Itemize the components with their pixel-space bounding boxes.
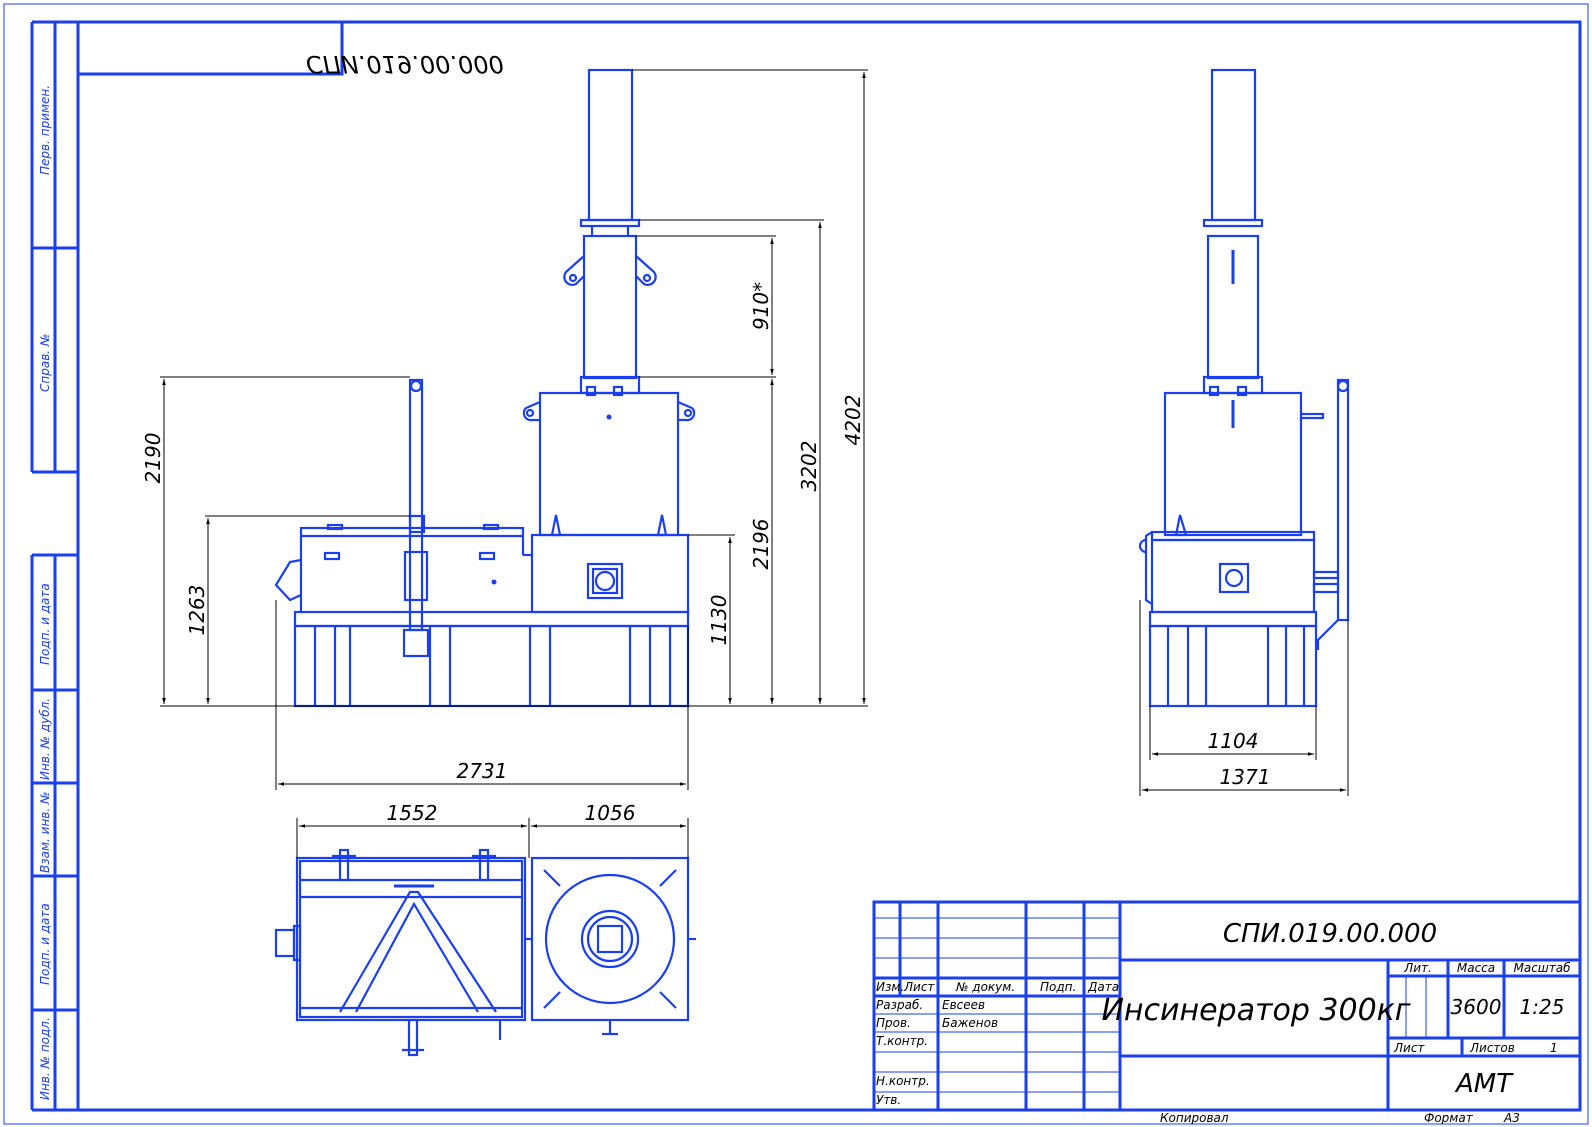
format-value: А3	[1503, 1111, 1520, 1125]
col-list: Лист	[903, 980, 935, 994]
dim-1552: 1552	[387, 801, 438, 825]
sheet-label: Лист	[1393, 1041, 1425, 1055]
front-view	[274, 68, 696, 708]
dim-2731: 2731	[457, 759, 508, 783]
dim-1130: 1130	[707, 595, 731, 646]
row-tkontr: Т.контр.	[876, 1034, 928, 1048]
dim-4202: 4202	[841, 395, 865, 446]
product-name: Инсинератор 300кг	[1101, 993, 1410, 1028]
title-block-text: СПИ.019.00.000 Инсинератор 300кг Изм. Ли…	[876, 919, 1571, 1107]
side-label-5: Взам. инв. №	[38, 792, 52, 873]
copied-label: Копировал	[1160, 1111, 1229, 1125]
col-date: Дата	[1087, 980, 1119, 994]
footer: Копировал Формат А3	[1160, 1111, 1520, 1125]
col-sign: Подп.	[1040, 980, 1076, 994]
side-label-6: Подп. и дата	[38, 903, 52, 985]
title-block	[872, 900, 1582, 1112]
dimension-texts: 4202 3202 910* 2196 1130 2190 1263 2731 …	[141, 282, 1270, 825]
dim-1371: 1371	[1220, 765, 1271, 789]
mass-label: Масса	[1457, 961, 1495, 975]
outer-border	[3, 3, 1589, 1125]
row-nkontr: Н.контр.	[876, 1074, 930, 1088]
doc-number: СПИ.019.00.000	[1223, 919, 1437, 949]
scale-label: Масштаб	[1513, 961, 1571, 975]
dimension-lines	[160, 69, 1349, 858]
side-labels: Перв. примен. Справ. № Подп. и дата Инв.…	[38, 85, 52, 1100]
dim-3202: 3202	[797, 441, 821, 492]
side-view	[1138, 68, 1350, 708]
dim-1104: 1104	[1208, 729, 1259, 753]
sheets-label: Листов	[1469, 1041, 1515, 1055]
dim-2196: 2196	[749, 519, 773, 570]
format-label: Формат	[1424, 1111, 1474, 1125]
row-utv: Утв.	[876, 1093, 901, 1107]
lit-label: Лит.	[1403, 961, 1432, 975]
row-prov: Пров.	[876, 1016, 911, 1030]
side-label-1: Перв. примен.	[38, 85, 52, 175]
name-prov: Баженов	[942, 1016, 998, 1030]
side-label-2: Справ. №	[38, 334, 52, 392]
mass-value: 3600	[1451, 995, 1502, 1019]
col-izm: Изм.	[876, 980, 904, 994]
sheets-value: 1	[1550, 1041, 1558, 1055]
stamp-top: СПИ.019.00.000	[306, 50, 504, 78]
side-label-4: Инв. № дубл.	[38, 698, 52, 780]
scale-value: 1:25	[1520, 995, 1565, 1019]
name-razrab: Евсеев	[942, 998, 985, 1012]
col-doc: № докум.	[955, 980, 1015, 994]
row-razrab: Разраб.	[876, 998, 923, 1012]
inner-frame	[76, 20, 1582, 1112]
dim-1056: 1056	[585, 801, 636, 825]
plan-view	[274, 848, 696, 1057]
company: АМТ	[1454, 1069, 1514, 1099]
side-strip	[30, 20, 78, 1112]
dim-910: 910*	[749, 282, 773, 330]
stamp-top-box	[76, 20, 344, 76]
dim-1263: 1263	[185, 585, 209, 636]
side-label-3: Подп. и дата	[38, 583, 52, 665]
side-label-7: Инв. № подл.	[38, 1017, 52, 1100]
dim-2190: 2190	[141, 433, 165, 484]
